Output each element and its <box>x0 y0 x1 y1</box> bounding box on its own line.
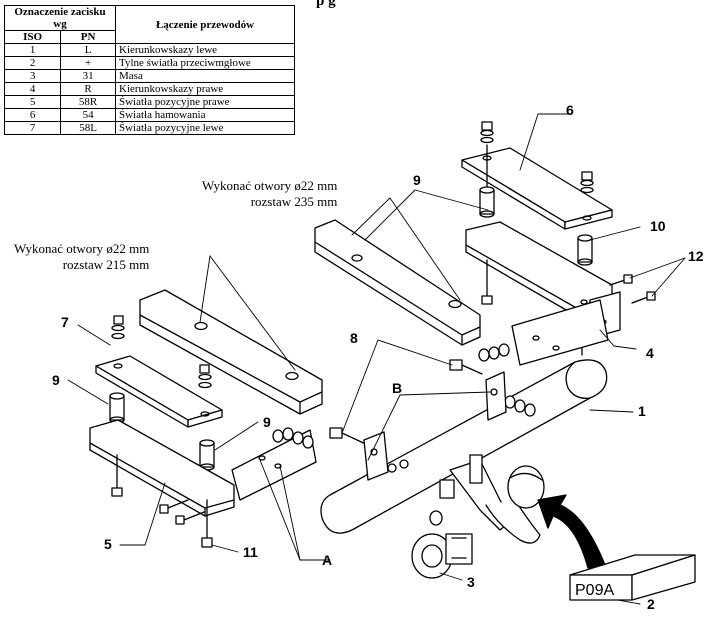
cell-pn: 58L <box>60 121 116 135</box>
note-holes-235-line2: rozstaw 235 mm <box>250 194 338 209</box>
socket-plate-3 <box>411 510 473 579</box>
label-a: A <box>322 552 333 568</box>
label-9-left: 9 <box>52 372 60 388</box>
note-holes-235: Wykonać otwory ø22 mm rozstaw 235 mm <box>202 178 337 210</box>
label-10: 10 <box>650 218 666 234</box>
cell-desc: Światła pozycyjne prawe <box>115 95 295 109</box>
label-7: 7 <box>61 314 69 330</box>
channel-235 <box>314 219 481 346</box>
ball-neck <box>439 454 545 544</box>
box-label: P09A <box>575 582 614 599</box>
plate-7 <box>95 315 223 428</box>
crossbar-1 <box>231 299 609 534</box>
wiring-table: Oznaczenie zacisku wg Łączenie przewodów… <box>3 5 295 135</box>
note-holes-215-line1: Wykonać otwory ø22 mm <box>14 241 150 256</box>
title-fragment: p g <box>316 0 336 9</box>
spacer-9-right <box>479 186 495 218</box>
nut-washer-stack-left <box>272 427 371 449</box>
label-9-top: 9 <box>413 172 421 188</box>
label-12: 12 <box>688 248 704 264</box>
bracket-5 <box>89 419 235 548</box>
bolt-stack-6a <box>480 121 494 189</box>
nut-washer-stack-right <box>449 343 536 417</box>
label-6: 6 <box>566 102 574 118</box>
note-holes-215: Wykonać otwory ø22 mm rozstaw 215 mm <box>14 241 149 273</box>
plate-6 <box>461 147 613 230</box>
label-4: 4 <box>646 345 654 361</box>
bracket-b-right <box>485 371 507 421</box>
leader-lines <box>67 113 686 605</box>
bolt-stack-6b <box>580 171 594 194</box>
cell-desc: Tylne światła przeciwmgłowe <box>115 56 295 70</box>
header-connection: Łączenie przewodów <box>115 5 295 44</box>
spacer-10 <box>577 234 593 266</box>
channel-215 <box>139 289 323 415</box>
insert-arrow <box>537 494 606 569</box>
label-8: 8 <box>350 330 358 346</box>
cell-iso: 7 <box>3 121 62 135</box>
cell-desc: Światła pozycyjne lewe <box>115 121 295 135</box>
label-9-mid: 9 <box>263 414 271 430</box>
label-11: 11 <box>243 544 258 560</box>
table-row: 7 58L Światła pozycyjne lewe <box>3 121 295 135</box>
label-1: 1 <box>638 403 646 419</box>
label-2: 2 <box>647 596 655 612</box>
label-b: B <box>392 380 403 396</box>
cell-desc: Kierunkowskazy lewe <box>115 43 295 57</box>
spacer-9-left-b <box>199 439 215 471</box>
table-row: 1 L Kierunkowskazy lewe <box>3 43 295 57</box>
bolts-12 <box>609 274 656 304</box>
part-box-2 <box>569 554 696 601</box>
note-holes-215-line2: rozstaw 215 mm <box>62 257 150 272</box>
bracket-b-left <box>363 431 409 481</box>
label-5: 5 <box>104 536 112 552</box>
header-group: Oznaczenie zacisku wg <box>4 5 116 31</box>
note-holes-235-line1: Wykonać otwory ø22 mm <box>202 178 338 193</box>
table-row: 5 58R Światła pozycyjne prawe <box>3 95 295 109</box>
spacer-9-left-a <box>109 392 125 424</box>
label-3: 3 <box>467 574 475 590</box>
col-pn: PN <box>60 30 116 44</box>
